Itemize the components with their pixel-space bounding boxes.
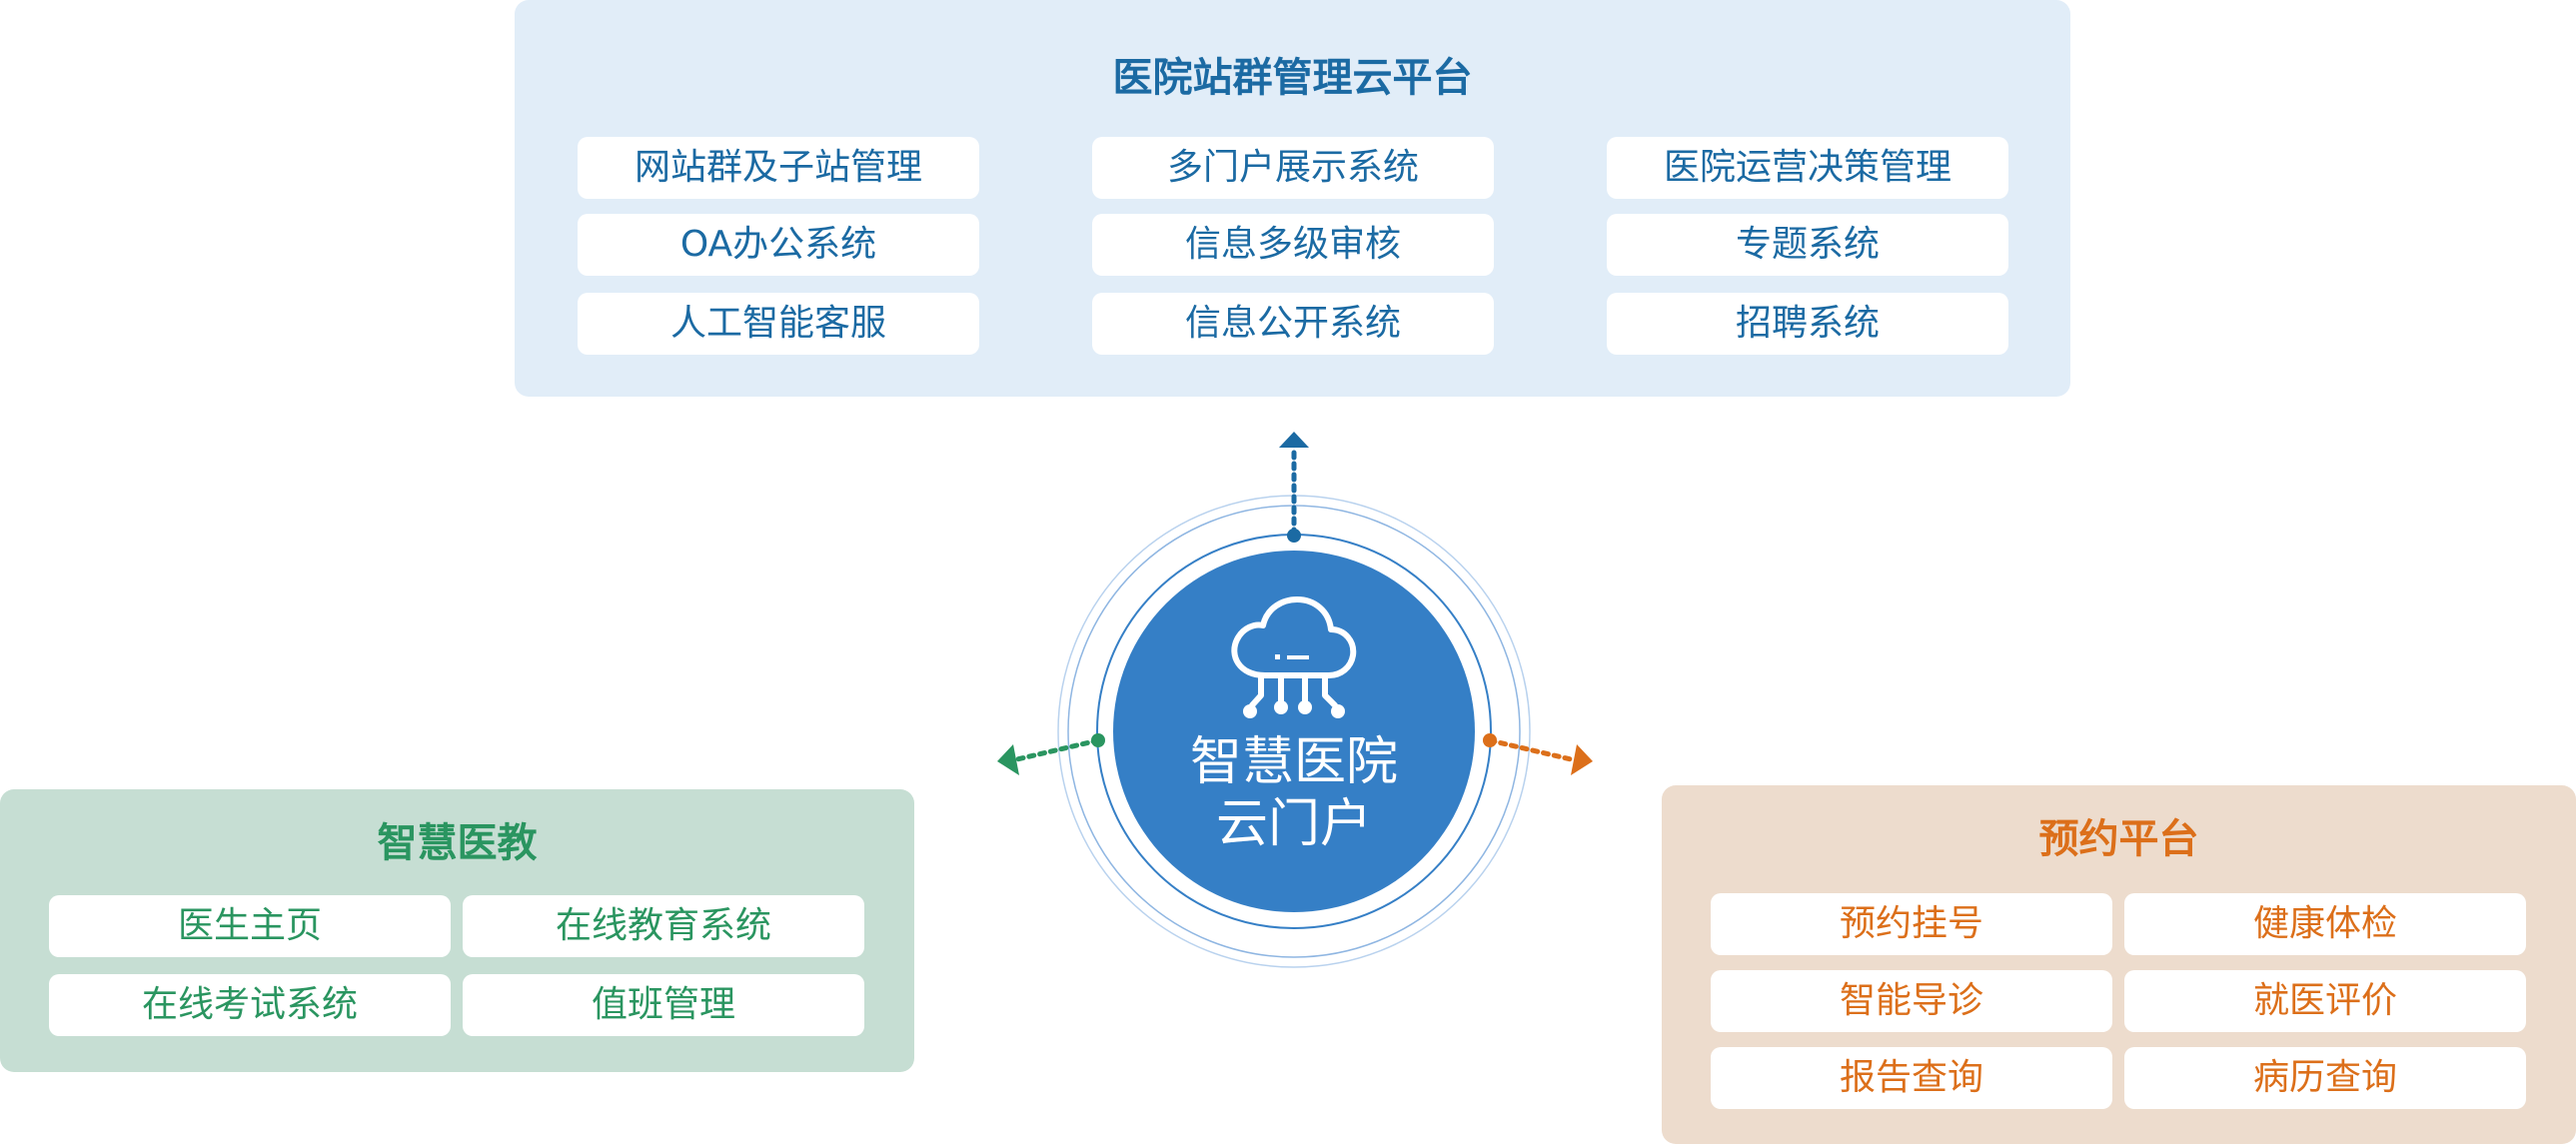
panel-item: OA办公系统: [578, 214, 979, 276]
arrow-up-icon: [1279, 432, 1309, 448]
panel-item: 就医评价: [2124, 970, 2526, 1032]
panel-item: 多门户展示系统: [1092, 137, 1494, 199]
hub-label: 智慧医院 云门户: [1144, 731, 1444, 855]
hub-circle: [1113, 551, 1475, 912]
connector-right-dot: [1483, 733, 1497, 747]
panel-item: 在线考试系统: [49, 974, 451, 1036]
appointment-platform-panel: 预约平台 预约挂号 健康体检 智能导诊 就医评价 报告查询 病历查询: [1662, 785, 2576, 1144]
panel-item: 病历查询: [2124, 1047, 2526, 1109]
panel-item: 在线教育系统: [463, 895, 864, 957]
connector-left: [1014, 737, 1101, 762]
panel-item: 信息多级审核: [1092, 214, 1494, 276]
panel-item: 健康体检: [2124, 893, 2526, 955]
cloud-network-icon: [1231, 596, 1357, 708]
smart-medical-education-panel: 智慧医教 医生主页 在线教育系统 在线考试系统 值班管理: [0, 789, 914, 1072]
connector-left-dot: [1091, 733, 1105, 747]
panel-title: 智慧医教: [377, 820, 538, 866]
arrow-right-icon: [1571, 744, 1593, 775]
panel-item: 医生主页: [49, 895, 451, 957]
connector-top-dot: [1287, 529, 1301, 543]
panel-item: 医院运营决策管理: [1607, 137, 2008, 199]
panel-item: 招聘系统: [1607, 293, 2008, 355]
hospital-site-cluster-panel: 医院站群管理云平台 网站群及子站管理 多门户展示系统 医院运营决策管理 OA办公…: [515, 0, 2070, 397]
hub-label-line1: 智慧医院: [1189, 732, 1398, 792]
connector-right: [1487, 737, 1574, 762]
arrow-left-icon: [997, 744, 1019, 775]
panel-item: 预约挂号: [1711, 893, 2112, 955]
cloud-network-nodes: [1243, 654, 1345, 718]
panel-item: 人工智能客服: [578, 293, 979, 355]
panel-item: 信息公开系统: [1092, 293, 1494, 355]
panel-item: 报告查询: [1711, 1047, 2112, 1109]
hub-label-line2: 云门户: [1215, 794, 1372, 854]
panel-item: 专题系统: [1607, 214, 2008, 276]
panel-item: 网站群及子站管理: [578, 137, 979, 199]
panel-item: 值班管理: [463, 974, 864, 1036]
panel-item: 智能导诊: [1711, 970, 2112, 1032]
panel-title: 医院站群管理云平台: [1112, 55, 1473, 101]
panel-title: 预约平台: [2038, 816, 2199, 862]
